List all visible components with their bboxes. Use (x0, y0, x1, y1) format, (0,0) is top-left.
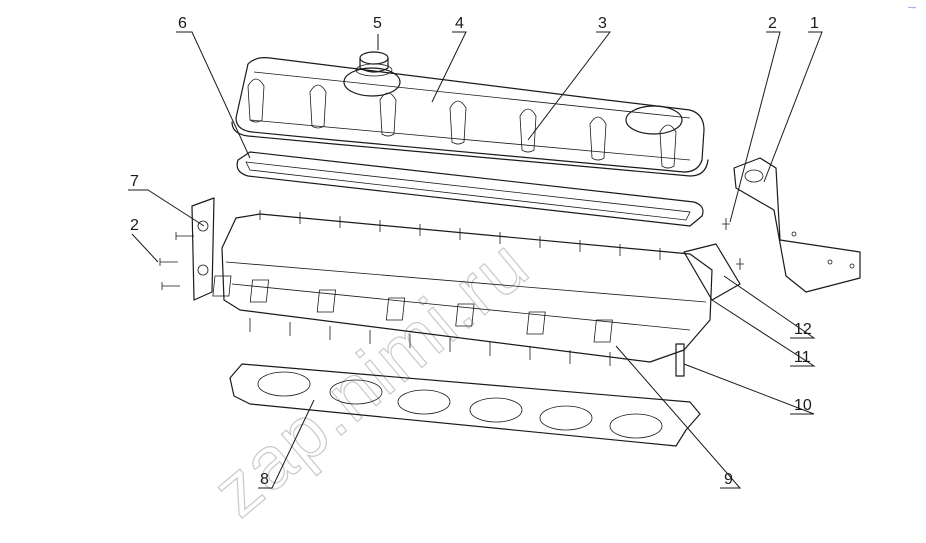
corner-mark: ‐– (908, 2, 916, 12)
head-ports (212, 275, 613, 343)
left-plate (191, 197, 215, 301)
head-bolts (249, 210, 661, 366)
head-gasket (229, 363, 701, 447)
stud-pin (675, 343, 685, 377)
callout-2-left: 2 (130, 217, 139, 234)
callout-10: 10 (794, 397, 812, 414)
left-bolts (159, 232, 194, 290)
callout-12: 12 (794, 321, 812, 338)
cylinder-head (212, 210, 713, 366)
valve-cover (231, 57, 709, 177)
callout-11: 11 (794, 349, 811, 366)
cover-ribs (247, 78, 677, 169)
callout-labels: 1 2 2 3 4 5 6 7 8 9 10 11 12 (130, 15, 819, 488)
valve-cover-gasket (236, 151, 704, 227)
callout-3: 3 (598, 15, 607, 32)
leader-lines (128, 31, 823, 489)
callout-6: 6 (178, 15, 187, 32)
callout-4: 4 (455, 15, 464, 32)
callout-9: 9 (724, 471, 733, 488)
callout-7: 7 (130, 173, 139, 190)
bracket-bolts (722, 218, 744, 270)
oil-filler-cap (355, 51, 393, 77)
lifting-bracket (733, 157, 861, 293)
callout-8: 8 (260, 471, 269, 488)
rear-plate (683, 243, 741, 301)
callout-2-upper: 2 (768, 15, 777, 32)
watermark: zap.nimi.ru (197, 222, 544, 532)
callout-5: 5 (373, 15, 382, 32)
callout-1: 1 (810, 15, 819, 32)
